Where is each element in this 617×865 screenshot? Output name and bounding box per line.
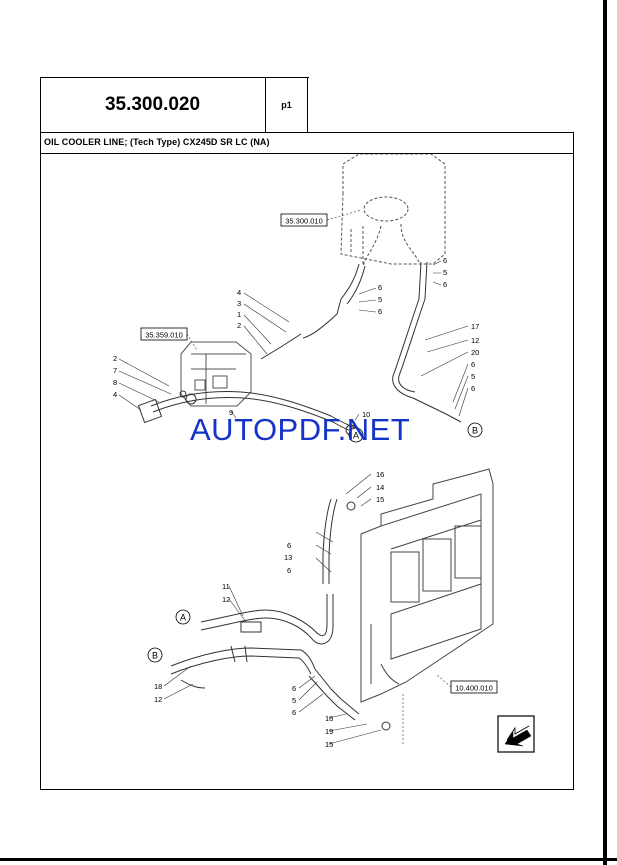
reference-leaders [186,209,452,744]
part-label: 10 [362,410,370,419]
part-label: 6 [292,708,296,717]
part-label: 5 [292,696,296,705]
upper-hoses [137,261,462,436]
part-label: 20 [471,348,479,357]
callout-a-bottom: A [180,613,186,623]
watermark: AUTOPDF.NET [190,412,411,447]
reference-boxes [140,213,498,694]
section-number: 35.300.020 [40,77,266,133]
page-number: p1 [266,77,308,133]
parts-diagram-svg: 35.300.010 35.359.010 10.400.010 A B A B… [113,153,535,753]
part-label: 16 [376,470,384,479]
page-title: OIL COOLER LINE; (Tech Type) CX245D SR L… [44,137,270,147]
part-label: 6 [443,256,447,265]
parts-diagram: 35.300.010 35.359.010 10.400.010 A B A B… [41,153,573,789]
part-label: 15 [325,740,333,749]
part-label: 9 [229,408,233,417]
part-label: 8 [113,378,117,387]
page-edge-bottom [0,858,617,861]
leader-lines [118,260,469,745]
ref-engine: 35.300.010 [285,217,323,226]
lower-hoses [170,498,391,731]
header-blank [309,76,575,132]
title-divider [40,153,574,154]
page-edge-right [603,0,607,865]
arrow-icon[interactable] [497,715,535,753]
part-label: 15 [376,495,384,504]
part-label: 5 [443,268,447,277]
part-label: 12 [154,695,162,704]
part-number-labels: 4 3 1 2 2 7 8 4 9 10 6 5 6 6 5 6 17 12 2… [113,256,479,749]
part-label: 6 [471,360,475,369]
part-label: 5 [378,295,382,304]
engine-block [340,153,446,267]
part-label: 1 [237,310,241,319]
part-label: 2 [113,354,117,363]
part-label: 16 [325,714,333,723]
header-divider [40,132,574,133]
part-label: 3 [237,299,241,308]
part-label: 6 [378,307,382,316]
part-label: 13 [284,553,292,562]
part-label: 17 [471,322,479,331]
part-label: 12 [471,336,479,345]
part-label: 18 [154,682,162,691]
callout-b-top: B [472,426,478,436]
valve-block [180,341,252,407]
part-label: 11 [222,582,230,591]
ref-cooler: 10.400.010 [455,684,493,693]
ref-valve: 35.359.010 [145,331,183,340]
part-label: 6 [287,566,291,575]
part-label: 6 [292,684,296,693]
part-label: 5 [471,372,475,381]
part-label: 6 [443,280,447,289]
callout-circles [147,422,483,663]
callout-a-top: A [353,431,359,441]
callout-b-bottom: B [152,651,158,661]
part-label: 6 [378,283,382,292]
part-label: 6 [287,541,291,550]
part-label: 4 [237,288,241,297]
part-label: 6 [471,384,475,393]
part-label: 2 [237,321,241,330]
part-label: 12 [222,595,230,604]
part-label: 14 [376,483,384,492]
part-label: 19 [325,727,333,736]
oil-cooler [360,468,494,703]
part-label: 4 [113,390,117,399]
part-label: 7 [113,366,117,375]
